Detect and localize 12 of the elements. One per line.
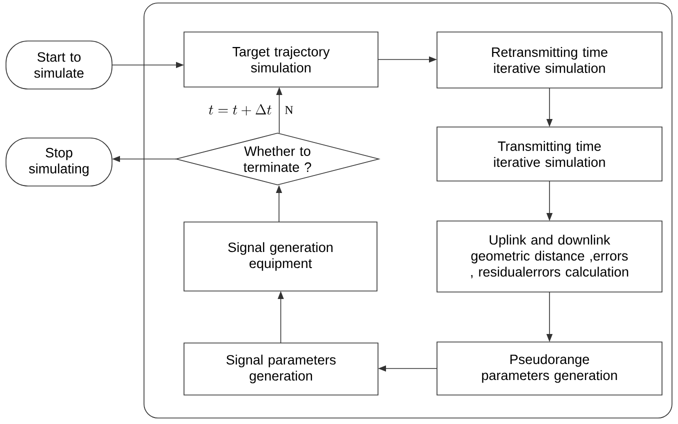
process-box: Signal parameters generation xyxy=(184,342,378,396)
process-box: Pseudorange parameters generation xyxy=(436,342,662,396)
process-box: Uplink and downlink geometric distance ,errors , residualerrors calculation xyxy=(436,220,662,292)
process-box: Signal generation equipment xyxy=(184,222,378,292)
process-box: Retransmitting time iterative simulation xyxy=(436,32,662,88)
process-box: Transmitting time iterative simulation xyxy=(436,126,662,182)
terminal-box: Stop simulating xyxy=(6,138,112,186)
process-box: Target trajectory simulation xyxy=(184,32,378,88)
formula-label: $t = t+\Delta t$ xyxy=(208,104,273,116)
edge-label: N xyxy=(284,105,294,115)
frame-box xyxy=(144,2,672,418)
terminal-box: Start to simulate xyxy=(6,40,112,90)
